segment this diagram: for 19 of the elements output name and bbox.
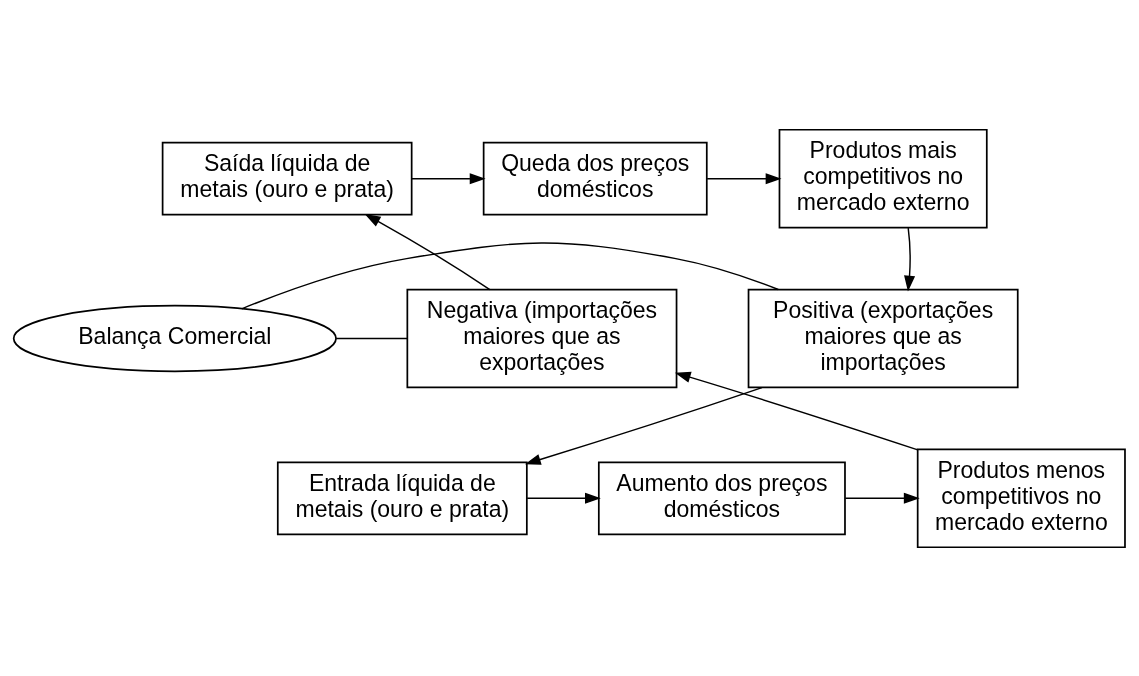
arrow xyxy=(524,386,763,465)
node-box: Entrada líquida de metais (ouro e prata) xyxy=(276,460,528,535)
node-box: Aumento dos preços domésticos xyxy=(597,460,846,535)
node-box: Produtos mais competitivos no mercado externo xyxy=(778,128,988,228)
node-box: Saída líquida de metais (ouro e prata) xyxy=(161,141,413,216)
arrow xyxy=(364,213,491,290)
connector xyxy=(335,337,409,339)
node-box: Negativa (importações maiores que as exportações xyxy=(406,288,678,388)
node-ellipse: Balança Comercial xyxy=(12,304,337,372)
arrow xyxy=(844,492,920,504)
arrow xyxy=(706,172,782,184)
node-box: Queda dos preços domésticos xyxy=(482,141,708,216)
node-box: Produtos menos competitivos no mercado externo xyxy=(916,448,1126,548)
arrow xyxy=(904,226,916,292)
node-box: Positiva (exportações maiores que as importações xyxy=(747,288,1019,388)
arrow xyxy=(526,492,601,504)
connector xyxy=(241,241,779,310)
arrow xyxy=(410,172,486,184)
arrow xyxy=(674,371,919,450)
